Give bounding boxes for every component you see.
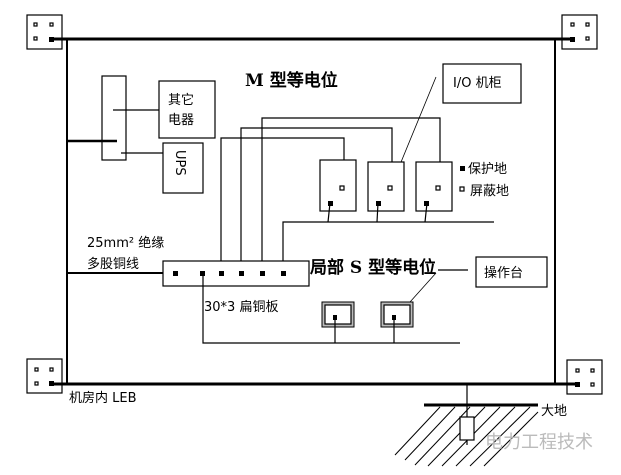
wire-spec-label: 25mm² 绝缘 <box>87 235 164 251</box>
ups-label: UPS <box>172 150 187 176</box>
s-type-title: 局部 S 型等电位 <box>310 257 436 278</box>
terminal-box-bottom-left <box>26 358 63 394</box>
other-appliances-label: 电器 <box>168 113 194 128</box>
other-appliances-box <box>158 80 216 139</box>
terminal-box-bottom-right <box>566 359 603 395</box>
m-type-title: M 型等电位 <box>245 70 338 91</box>
cabinet <box>415 161 453 223</box>
copper-bar-label: 30*3 扁铜板 <box>204 300 278 315</box>
console-terminal <box>380 301 414 343</box>
leb-label: 机房内 LEB <box>69 390 137 406</box>
distribution-panel <box>101 75 127 161</box>
io-cabinet-label-box <box>442 63 522 104</box>
shield-ground-marker <box>459 186 465 192</box>
cabinet <box>367 161 405 223</box>
other-appliances-label: 其它 <box>168 92 194 108</box>
legend-shield-ground: 屏蔽地 <box>470 184 509 199</box>
legend-protective-ground: 保护地 <box>468 162 507 177</box>
console-label: 操作台 <box>484 265 523 281</box>
watermark: 电力工程技术 <box>485 432 593 453</box>
earth-ground-symbol <box>394 384 539 467</box>
copper-busbar <box>162 260 310 287</box>
terminal-box-top-left <box>26 14 63 50</box>
terminal-box-top-right <box>561 14 598 50</box>
cabinet <box>319 159 357 223</box>
console-terminal <box>321 301 355 343</box>
console-label-box <box>475 256 548 288</box>
ups-box <box>162 142 204 194</box>
protective-ground-marker <box>460 166 465 171</box>
earth-label: 大地 <box>541 404 567 419</box>
io-cabinet-label: I/O 机柜 <box>453 76 502 91</box>
wire-spec-label: 多股铜线 <box>87 256 139 272</box>
